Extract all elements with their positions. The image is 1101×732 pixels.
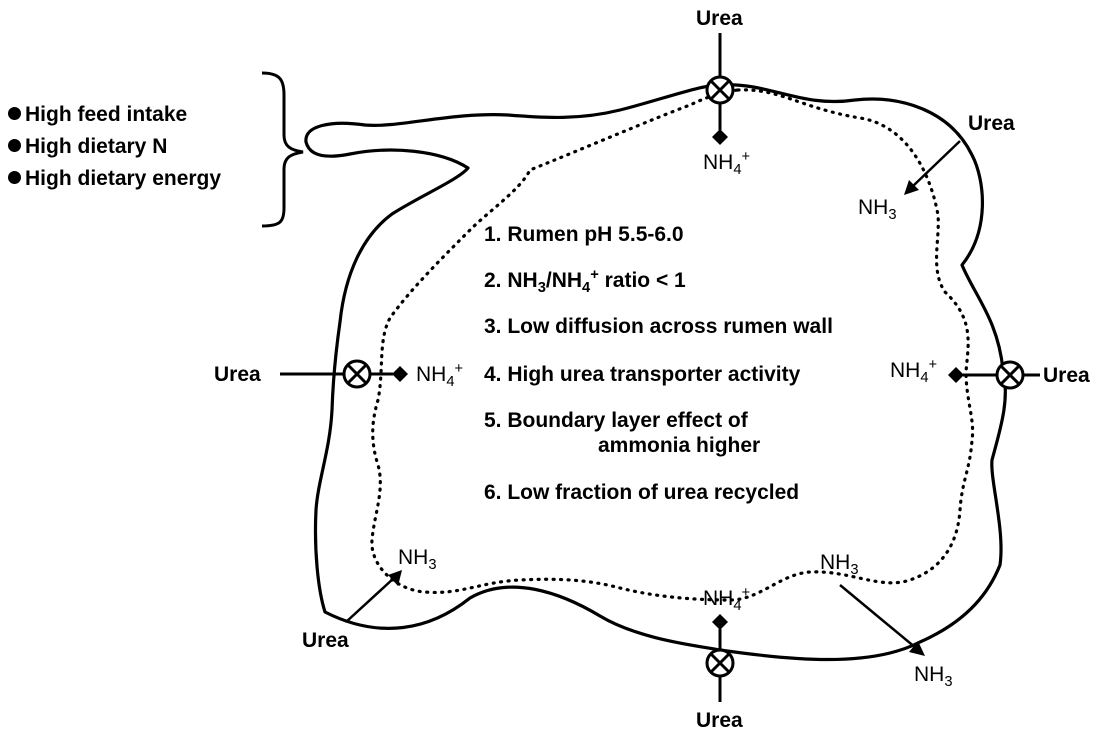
arrow-nh3-out-bottom-right bbox=[839, 584, 925, 656]
nh4-sub: 4 bbox=[446, 374, 455, 391]
urea-label-top: Urea bbox=[696, 7, 743, 30]
bullet-icon bbox=[8, 107, 21, 120]
arrow-urea-to-nh3-bottom-left bbox=[345, 570, 402, 623]
nh4-sup: + bbox=[454, 361, 464, 377]
transporter-right bbox=[948, 360, 1040, 390]
nh4-sup: + bbox=[741, 585, 751, 601]
urea-label-right: Urea bbox=[1043, 364, 1090, 387]
nh4-sub: 4 bbox=[733, 598, 742, 615]
factor-item: High feed intake bbox=[8, 104, 187, 125]
nh4-text: NH bbox=[890, 359, 921, 382]
nh3-text: NH bbox=[398, 546, 429, 569]
bullet-icon bbox=[8, 139, 21, 152]
factor-item: High dietary energy bbox=[8, 168, 221, 189]
nh3-label-bottom-right-source: NH3 bbox=[820, 551, 859, 578]
nh4-sub: 4 bbox=[920, 370, 929, 387]
nh3-sub: 3 bbox=[944, 674, 953, 691]
transporter-left bbox=[280, 359, 408, 389]
boundary-layer bbox=[370, 88, 975, 602]
nh4-label-right: NH4+ bbox=[890, 357, 938, 386]
condition-item: ammonia higher bbox=[598, 434, 761, 457]
nh4-text: NH bbox=[703, 587, 734, 610]
transporter-top bbox=[705, 33, 735, 145]
factor-label: High dietary N bbox=[25, 135, 168, 158]
nh3-label-bottom-left: NH3 bbox=[398, 546, 437, 573]
factor-label: High dietary energy bbox=[25, 167, 222, 190]
nh3-sub: 3 bbox=[850, 562, 859, 579]
urea-label-top-right: Urea bbox=[968, 112, 1015, 135]
nh4-text: NH bbox=[416, 363, 447, 386]
condition-item: 4. High urea transporter activity bbox=[484, 363, 801, 386]
bullet-icon bbox=[8, 171, 21, 184]
nh3-text: NH bbox=[914, 663, 945, 686]
condition-item: 6. Low fraction of urea recycled bbox=[484, 481, 800, 504]
rumen-wall bbox=[304, 83, 1007, 662]
nh4-label-bottom: NH4+ bbox=[703, 585, 751, 614]
condition-item: 3. Low diffusion across rumen wall bbox=[484, 315, 833, 338]
condition-item: 5. Boundary layer effect of bbox=[484, 409, 748, 432]
nh3-text: NH bbox=[858, 196, 889, 219]
nh4-sup: + bbox=[741, 149, 751, 165]
urea-label-left: Urea bbox=[214, 363, 261, 386]
factor-label: High feed intake bbox=[25, 103, 188, 126]
nh4-sup: + bbox=[928, 357, 938, 373]
nh3-label-bottom-right-dest: NH3 bbox=[914, 663, 953, 690]
nh4-label-left: NH4+ bbox=[416, 361, 464, 390]
condition-item: 2. NH3/NH4+ ratio < 1 bbox=[484, 267, 686, 297]
arrow-urea-to-nh3-top-right bbox=[904, 140, 961, 195]
condition-item: 1. Rumen pH 5.5-6.0 bbox=[484, 223, 684, 246]
nh4-text: NH bbox=[703, 151, 734, 174]
nh3-sub: 3 bbox=[428, 557, 437, 574]
nh4-label-top: NH4+ bbox=[703, 149, 751, 178]
factor-item: High dietary N bbox=[8, 136, 167, 157]
nh3-sub: 3 bbox=[888, 207, 897, 224]
nh3-text: NH bbox=[820, 551, 851, 574]
nh4-sub: 4 bbox=[733, 162, 742, 179]
nh3-label-top-right: NH3 bbox=[858, 196, 897, 223]
factors-brace bbox=[261, 71, 304, 228]
urea-label-bottom: Urea bbox=[696, 709, 743, 732]
transporter-bottom bbox=[705, 614, 735, 702]
urea-label-bottom-left: Urea bbox=[302, 629, 349, 652]
